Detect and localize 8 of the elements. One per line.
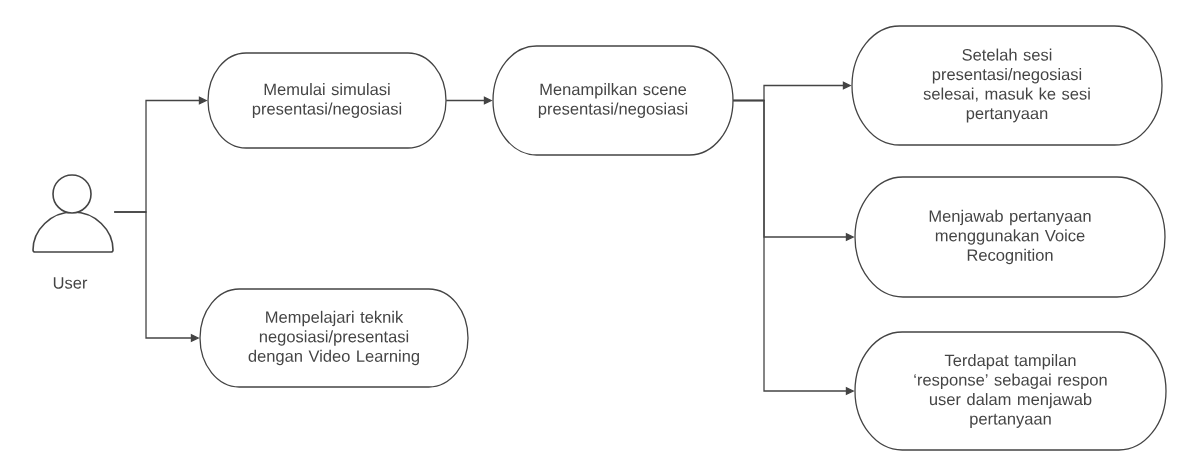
rounded-box: Setelah sesi presentasi/negosiasi selesai, masuk ke sesi pertanyaan (851, 25, 1163, 146)
actor-label: User (53, 277, 88, 289)
actor-icon (32, 174, 114, 253)
rounded-box: Memulai simulasi presentasi/negosiasi (207, 52, 447, 149)
rounded-box: Terdapat tampilan ‘response’ sebagai respon user dalam menjawab pertanyaan (854, 331, 1167, 451)
rounded-box: Menampilkan scene presentasi/negosiasi (492, 45, 734, 156)
rounded-box: Menjawab pertanyaan menggunakan Voice Recognition (854, 176, 1166, 298)
rounded-box: Mempelajari teknik negosiasi/presentasi dengan Video Learning (199, 288, 469, 388)
